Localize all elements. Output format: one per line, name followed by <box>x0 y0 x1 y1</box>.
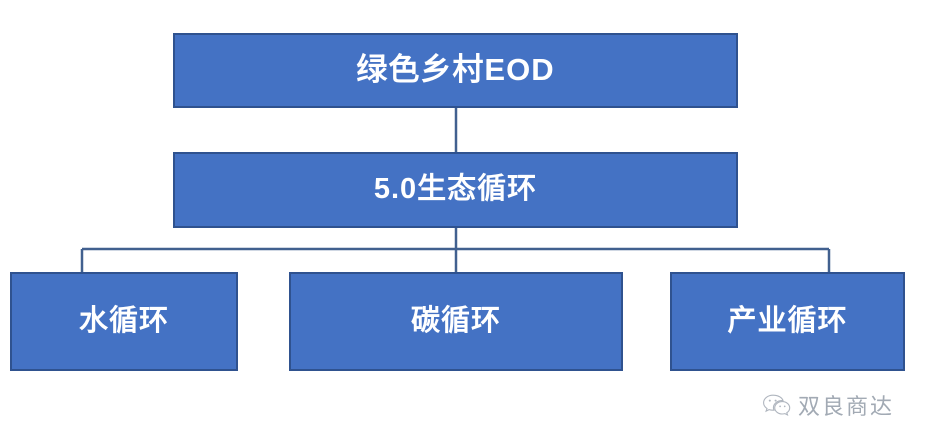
node-water-cycle[interactable]: 水循环 <box>10 272 238 371</box>
node-ecological-cycle-5-0[interactable]: 5.0生态循环 <box>173 152 738 228</box>
node-water-label: 水循环 <box>78 304 169 337</box>
node-green-village-eod[interactable]: 绿色乡村EOD <box>173 33 738 108</box>
node-industry-cycle[interactable]: 产业循环 <box>670 272 905 371</box>
watermark-text: 双良商达 <box>798 394 895 419</box>
node-carbon-cycle[interactable]: 碳循环 <box>289 272 623 371</box>
wechat-icon <box>763 394 791 417</box>
node-root-label: 绿色乡村EOD <box>356 52 555 88</box>
watermark: 双良商达 <box>762 389 894 421</box>
node-carbon-label: 碳循环 <box>410 304 501 337</box>
node-level2-label: 5.0生态循环 <box>373 173 538 206</box>
node-industry-label: 产业循环 <box>727 304 848 337</box>
